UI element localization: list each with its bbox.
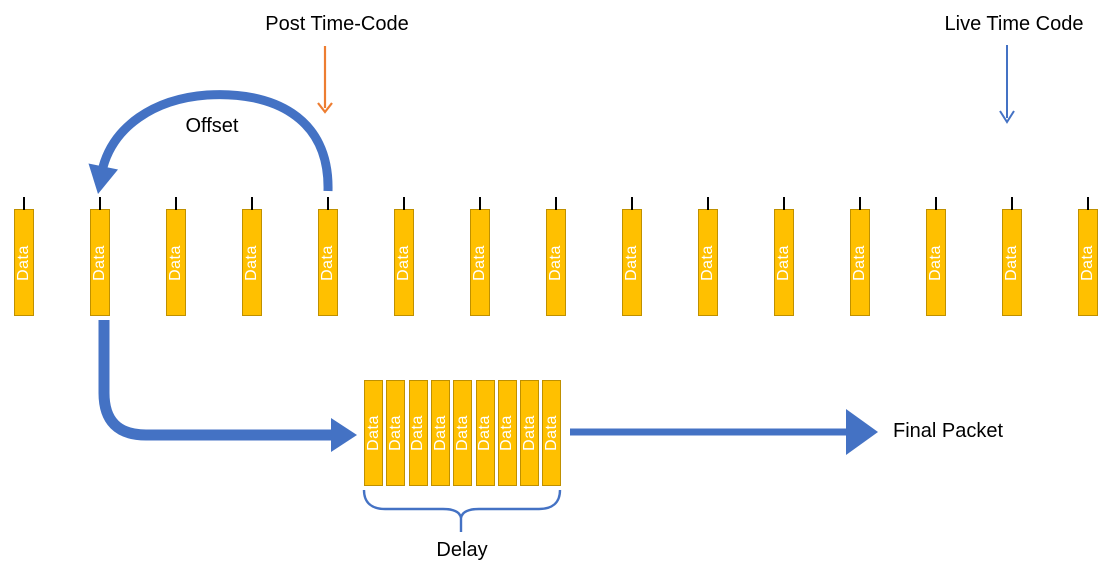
delay-label: Delay [436, 539, 488, 561]
data-bar-label: Data [498, 415, 516, 451]
offset-label: Offset [185, 115, 239, 137]
buffer-data-bar: Data [453, 380, 473, 486]
data-bar-label: Data [1079, 244, 1097, 281]
timeline-data-bar: Data [166, 197, 186, 316]
buffer-data-bar: Data [497, 380, 517, 486]
data-bar-label: Data [364, 415, 382, 451]
tick-mark [403, 197, 405, 210]
tick-mark [1011, 197, 1013, 210]
tick-mark [327, 197, 329, 210]
timeline-data-bar: Data [1002, 197, 1022, 316]
tick-mark [251, 197, 253, 210]
data-bar-label: Data [520, 415, 538, 451]
timeline-data-bar: Data [850, 197, 870, 316]
final-packet-arrow [570, 409, 878, 455]
timeline-data-bar: Data [698, 197, 718, 316]
tick-mark [707, 197, 709, 210]
data-bar-label: Data [476, 415, 494, 451]
tick-mark [783, 197, 785, 210]
data-bar-label: Data [15, 244, 33, 281]
buffer-data-bar: Data [430, 380, 450, 486]
timeline-data-bar: Data [318, 197, 338, 316]
tick-mark [555, 197, 557, 210]
buffer-data-bar: Data [386, 380, 406, 486]
timeline-data-bar: Data [242, 197, 262, 316]
data-bar-label: Data [319, 244, 337, 281]
live-timecode-arrow [999, 45, 1015, 124]
tick-mark [99, 197, 101, 210]
buffer-data-bar: Data [542, 380, 562, 486]
timeline-data-bar: Data [774, 197, 794, 316]
data-bar-label: Data [699, 244, 717, 281]
data-bar-label: Data [386, 415, 404, 451]
data-bar-label: Data [243, 244, 261, 281]
data-bar-label: Data [547, 244, 565, 281]
buffer-data-bar: Data [408, 380, 428, 486]
timeline-data-bar: Data [546, 197, 566, 316]
data-bar-label: Data [542, 415, 560, 451]
data-bar-label: Data [851, 244, 869, 281]
post-timecode-label: Post Time-Code [265, 13, 409, 35]
buffer-data-bar: Data [520, 380, 540, 486]
data-bar-label: Data [1003, 244, 1021, 281]
timeline-data-bar: Data [14, 197, 34, 316]
post-timecode-arrow [317, 46, 333, 114]
tick-mark [23, 197, 25, 210]
final-packet-label: Final Packet [893, 420, 1004, 442]
tick-mark [859, 197, 861, 210]
timeline-data-bar: Data [926, 197, 946, 316]
timeline-data-bar: Data [1078, 197, 1098, 316]
data-bar-label: Data [395, 244, 413, 281]
buffer-data-bar: Data [475, 380, 495, 486]
data-bar-label: Data [91, 244, 109, 281]
data-bar-label: Data [927, 244, 945, 281]
data-bar-label: Data [623, 244, 641, 281]
data-bar-label: Data [409, 415, 427, 451]
delay-brace [362, 489, 562, 532]
offset-curved-arrow [88, 90, 333, 194]
tick-mark [631, 197, 633, 210]
data-bar-label: Data [775, 244, 793, 281]
buffer-elbow-arrow [98, 320, 357, 452]
timeline-data-bar: Data [622, 197, 642, 316]
buffer-data-bar: Data [364, 380, 383, 486]
data-bar-label: Data [471, 244, 489, 281]
timeline-data-bar: Data [394, 197, 414, 316]
data-bar-label: Data [431, 415, 449, 451]
data-bar-label: Data [167, 244, 185, 281]
live-timecode-label: Live Time Code [944, 13, 1084, 35]
timeline-data-bar: Data [470, 197, 490, 316]
tick-mark [1087, 197, 1089, 210]
tick-mark [479, 197, 481, 210]
data-bar-label: Data [453, 415, 471, 451]
timeline-data-bar: Data [90, 197, 110, 316]
tick-mark [935, 197, 937, 210]
tick-mark [175, 197, 177, 210]
